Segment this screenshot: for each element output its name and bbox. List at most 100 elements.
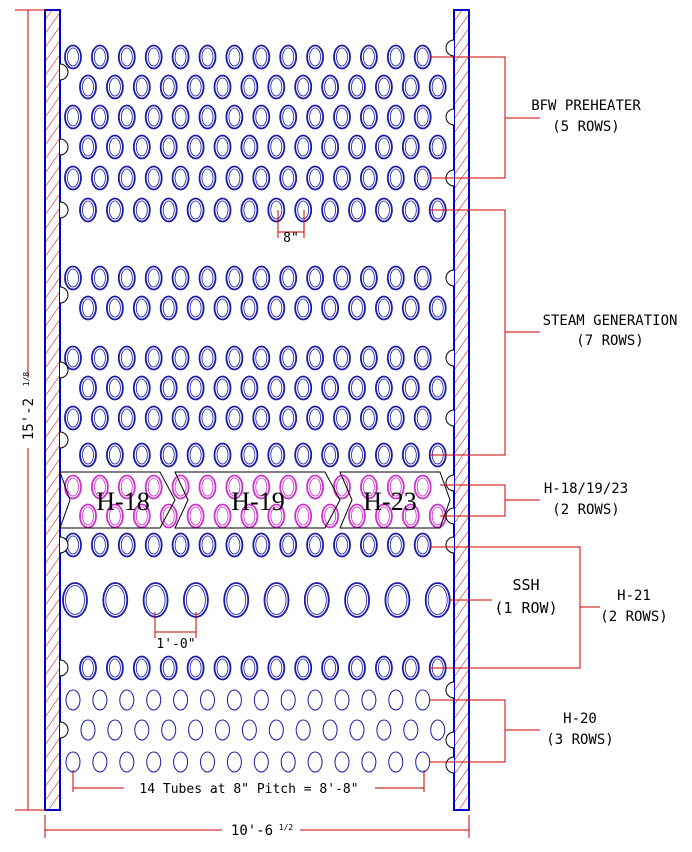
tube-inner [255, 168, 268, 188]
right-wall [453, 9, 470, 811]
coil-tube [91, 474, 109, 500]
tube-inner [389, 47, 402, 67]
tube-inner [282, 168, 295, 188]
tube [333, 165, 351, 191]
tube-inner [174, 168, 187, 188]
tube-inner [416, 107, 429, 127]
tube [64, 165, 82, 191]
coil-tube-inner [243, 506, 256, 526]
tube [279, 165, 298, 191]
tube-inner [389, 168, 402, 188]
tube [79, 375, 97, 401]
tube-inner [82, 77, 94, 97]
tube [413, 104, 432, 130]
coil-tube-inner [174, 477, 187, 497]
tube [252, 104, 271, 130]
tube [252, 532, 271, 558]
coil-label-h18: H-18 [96, 487, 149, 516]
tube-inner [162, 298, 175, 318]
tube [333, 345, 351, 371]
tube-inner [201, 348, 214, 368]
tube-inner [147, 168, 160, 188]
tube [348, 655, 366, 681]
tube [252, 165, 271, 191]
tube-inner [282, 47, 295, 67]
tube-inner [82, 137, 94, 157]
coil-tube [321, 503, 340, 529]
tube [413, 265, 432, 291]
tube [198, 405, 217, 431]
label-h18-rows: (2 ROWS) [552, 502, 619, 518]
tube-inner [174, 268, 187, 288]
tube-inner [255, 47, 268, 67]
tube-inner [135, 137, 148, 157]
tube [144, 532, 163, 558]
tube-inner [297, 658, 310, 678]
corbel [59, 138, 69, 156]
tube [91, 44, 109, 70]
tube-inner [309, 168, 322, 188]
tube [171, 104, 190, 130]
tube-inner [404, 137, 417, 157]
tube-inner [147, 268, 160, 288]
tube [240, 134, 259, 160]
h20-tube [119, 751, 135, 773]
corbel [445, 39, 455, 57]
h20-tube [295, 719, 311, 741]
tube-inner [336, 268, 348, 288]
coil-tube [171, 474, 190, 500]
tube [171, 44, 190, 70]
tube [240, 295, 259, 321]
tube [117, 165, 136, 191]
coil-box-group [59, 471, 451, 529]
coil-tube-inner [297, 506, 310, 526]
coil-tube-inner [336, 477, 348, 497]
h20-tube [226, 751, 242, 773]
tube [401, 197, 420, 223]
tube-inner [351, 378, 363, 398]
tube [64, 104, 82, 130]
tube [225, 104, 244, 130]
tube [186, 134, 205, 160]
tube [64, 345, 82, 371]
tube-inner [416, 408, 429, 428]
tube [171, 405, 190, 431]
tube-inner [147, 107, 160, 127]
h20-tube [134, 719, 150, 741]
tube-inner [351, 658, 363, 678]
coil-tube-inner [377, 506, 390, 526]
tube-count-label: 14 Tubes at 8" Pitch = 8'-8" [139, 782, 358, 797]
tube [306, 265, 325, 291]
coil-label-h23: H-23 [363, 487, 416, 516]
tube [132, 655, 151, 681]
tube [428, 375, 447, 401]
coil-tube-inner [147, 477, 160, 497]
corbel [59, 536, 69, 554]
tube-inner [309, 535, 322, 555]
tube [91, 165, 109, 191]
h20-tube [307, 689, 323, 711]
tube [225, 345, 244, 371]
coil-tube [144, 474, 163, 500]
coil-tube-inner [120, 477, 133, 497]
tube [159, 134, 178, 160]
tube-inner [147, 348, 160, 368]
tube [321, 134, 340, 160]
tube-inner [255, 107, 268, 127]
tube-inner [120, 535, 133, 555]
corbel [59, 201, 69, 219]
tube [64, 44, 82, 70]
tube-inner [336, 107, 348, 127]
tube [348, 134, 366, 160]
tube [79, 295, 97, 321]
coil-box-h23 [339, 471, 451, 529]
tube-inner [404, 378, 417, 398]
tube [386, 405, 405, 431]
tube-inner [270, 77, 283, 97]
tube [386, 165, 405, 191]
tube-inner [174, 535, 187, 555]
ssh-tube-inner [65, 585, 85, 615]
tube [225, 532, 244, 558]
tube-inner [162, 658, 175, 678]
